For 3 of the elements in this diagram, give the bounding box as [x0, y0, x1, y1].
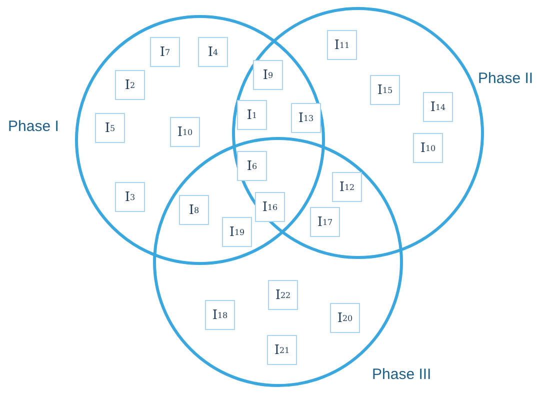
set-label: Phase I [8, 118, 59, 135]
set-label: Phase II [478, 70, 534, 87]
set-label: Phase III [372, 366, 432, 383]
